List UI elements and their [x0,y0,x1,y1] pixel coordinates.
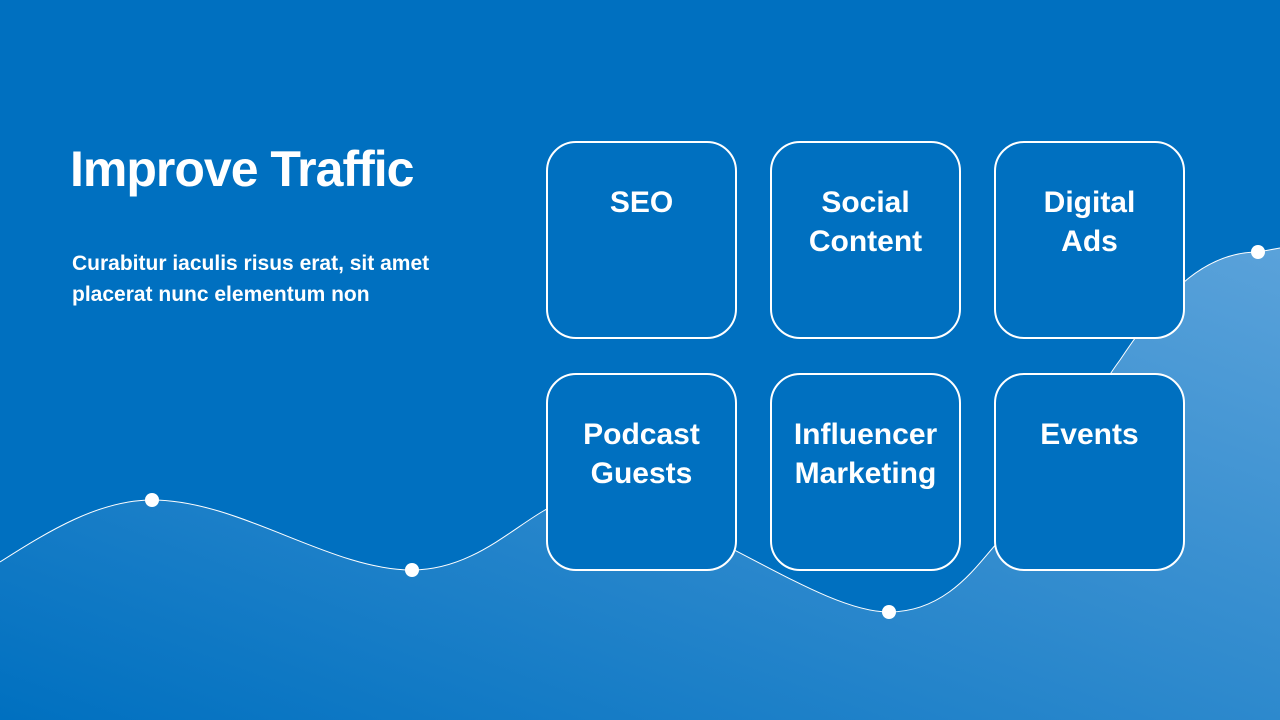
slide-title: Improve Traffic [70,141,414,197]
tile-events: Events [994,373,1185,571]
tile-label: Podcast Guests [583,418,700,490]
wave-point [1251,245,1265,259]
tile-label: SEO [609,186,674,219]
tile-label: Influencer Marketing [793,418,938,490]
tile-label: Digital Ads [1043,186,1136,258]
tile-seo: SEO [546,141,737,339]
tile-label: Events [1040,418,1139,451]
tile-influencer-marketing: Influencer Marketing [770,373,961,571]
wave-point [405,563,419,577]
wave-area [0,248,1280,720]
wave-point [145,493,159,507]
tile-digital-ads: Digital Ads [994,141,1185,339]
tile-podcast-guests: Podcast Guests [546,373,737,571]
slide-subtitle: Curabitur iaculis risus erat, sit amet p… [72,252,430,306]
tile-label: Social Content [808,186,923,258]
wave-point [882,605,896,619]
tile-social-content: Social Content [770,141,961,339]
